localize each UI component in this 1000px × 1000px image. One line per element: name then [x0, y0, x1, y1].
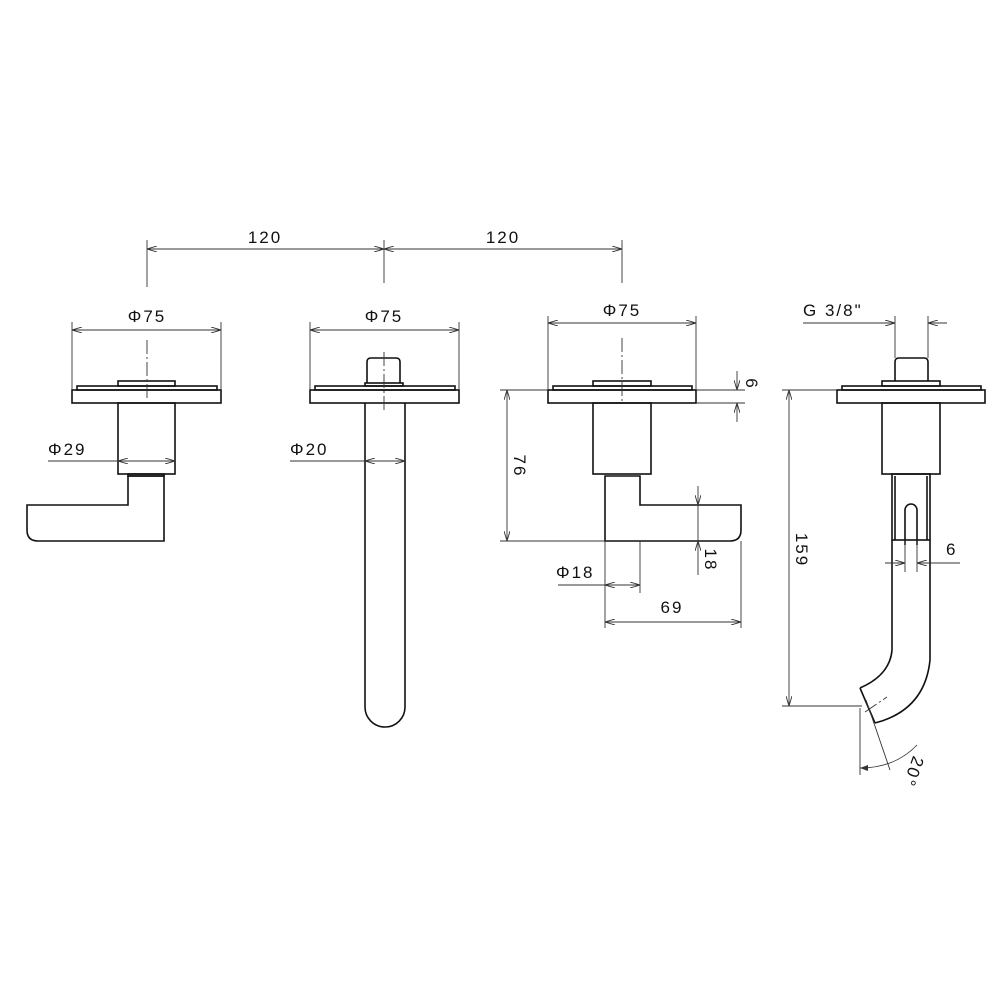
spacing-left-label: 120 [248, 228, 282, 247]
lever-thickness-label: 18 [701, 549, 720, 572]
spacing-dimension: 120 120 [146, 228, 623, 287]
right-flange-diameter: Φ75 [603, 301, 641, 320]
slot-width-label: 6 [946, 540, 957, 559]
thread-label: G 3/8" [803, 301, 863, 320]
spout-view: Φ75 Φ20 [290, 307, 460, 728]
height-label: 76 [510, 455, 529, 478]
angle-label: 20° [899, 754, 928, 790]
left-handle-view: Φ75 Φ29 [26, 307, 222, 542]
right-handle-view: Φ75 6 76 18 Φ18 69 [500, 301, 761, 628]
side-view: G 3/8" 159 6 20° [782, 301, 986, 790]
left-flange-diameter: Φ75 [128, 307, 166, 326]
flange-thickness-label: 6 [742, 378, 761, 389]
spacing-right-label: 120 [486, 228, 520, 247]
left-body-diameter: Φ29 [48, 440, 86, 459]
spout-pipe-diameter: Φ20 [290, 440, 328, 459]
lever-length-label: 69 [661, 598, 684, 617]
length-label: 159 [792, 533, 811, 567]
spout-flange-diameter: Φ75 [365, 307, 403, 326]
lever-diameter-label: Φ18 [556, 563, 594, 582]
